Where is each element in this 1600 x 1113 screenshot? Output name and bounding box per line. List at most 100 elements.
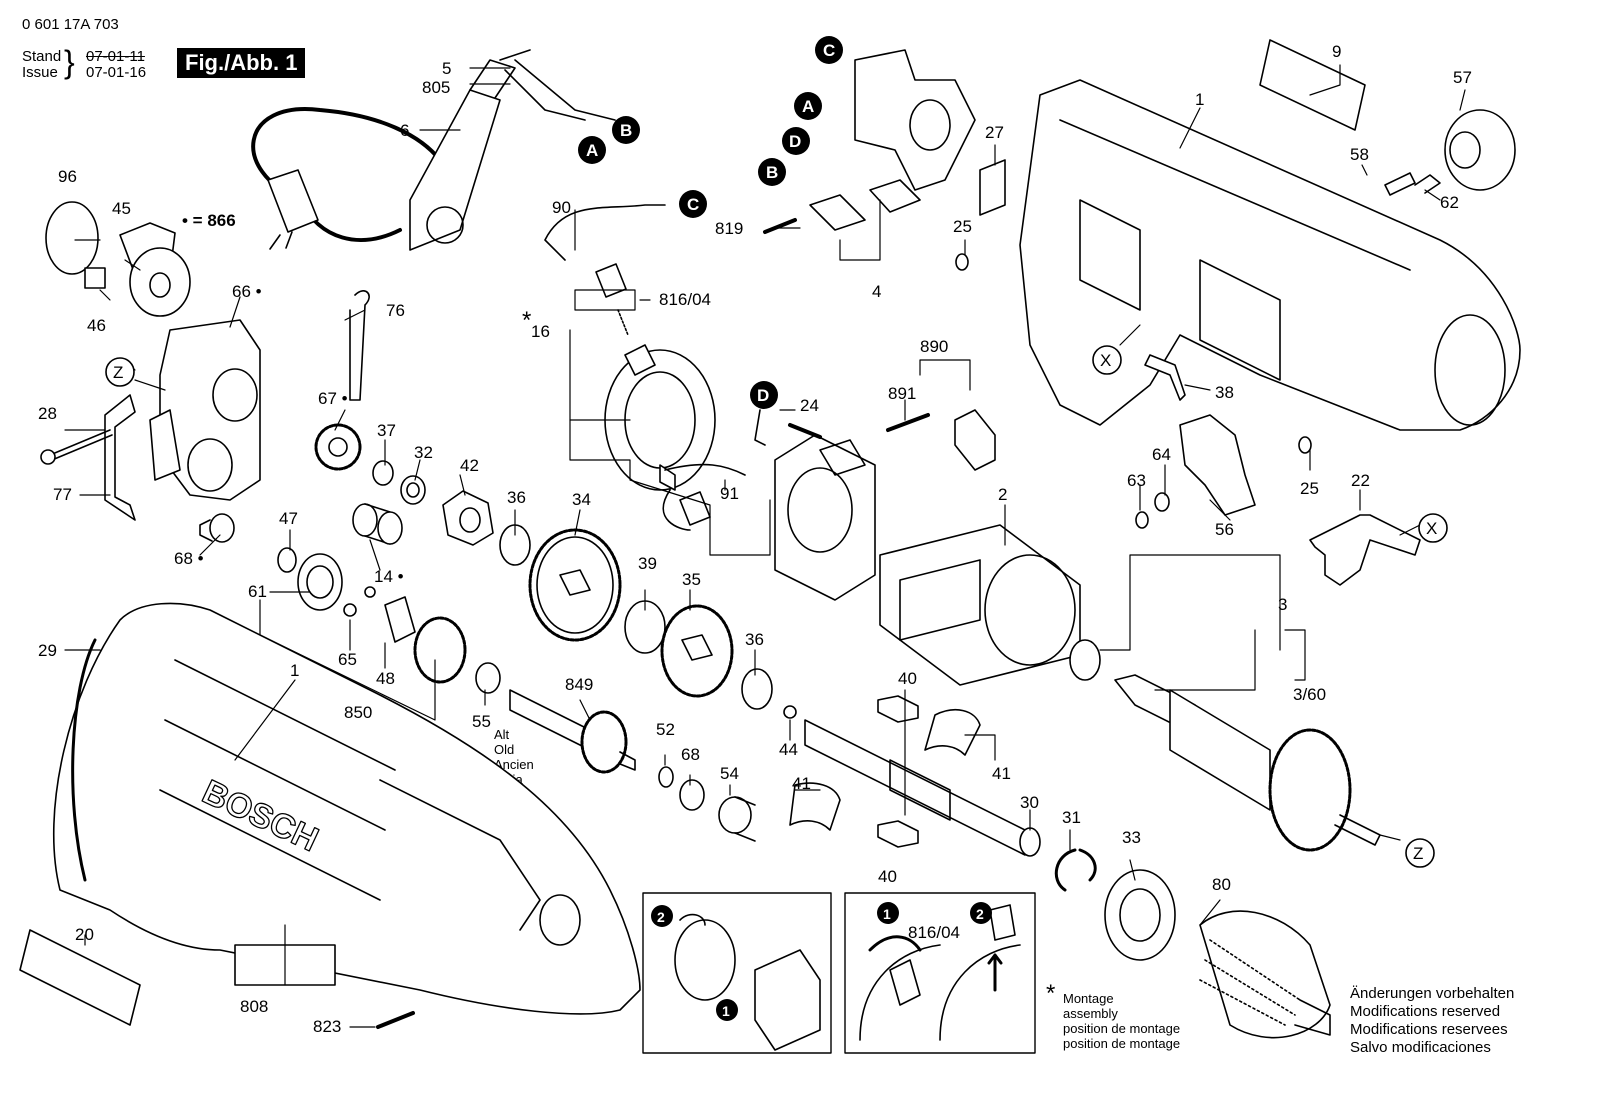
part-label: 62 bbox=[1440, 193, 1459, 212]
ball-part bbox=[364, 586, 376, 598]
wire-91-part bbox=[662, 463, 746, 531]
part-label: 3/60 bbox=[1293, 685, 1326, 704]
tool-22-part bbox=[1309, 514, 1421, 586]
part-label: 40 bbox=[878, 867, 897, 886]
inset-left-drawing bbox=[674, 913, 821, 1051]
dot-legend: • = 866 bbox=[182, 211, 236, 230]
ball-44-part bbox=[783, 705, 797, 719]
gear-67-part bbox=[314, 423, 362, 471]
part-label: 96 bbox=[58, 167, 77, 186]
ref-mark-x: X bbox=[1426, 519, 1437, 538]
ring-25b-part bbox=[1298, 436, 1312, 454]
screw-819-part bbox=[763, 218, 797, 234]
figure-title: Fig./Abb. 1 bbox=[177, 48, 306, 78]
part-label: 80 bbox=[1212, 875, 1231, 894]
part-label: 37 bbox=[377, 421, 396, 440]
part-label: 14 • bbox=[374, 567, 404, 586]
part-label: 41 bbox=[992, 764, 1011, 783]
spring-62-part bbox=[1414, 174, 1441, 194]
document-number: 0 601 17A 703 bbox=[22, 16, 119, 33]
sleeve-54-part bbox=[718, 796, 756, 842]
part-label: 34 bbox=[572, 490, 591, 509]
spring-clip-part bbox=[349, 290, 370, 401]
part-label: 76 bbox=[386, 301, 405, 320]
step-marker: 1 bbox=[722, 1003, 730, 1019]
brush-holder-24-part bbox=[774, 434, 876, 601]
connector-marks: A B C C A D B D bbox=[578, 36, 843, 409]
part-label: 31 bbox=[1062, 808, 1081, 827]
clamp-41a-part bbox=[924, 709, 981, 756]
part-label: 891 bbox=[888, 384, 916, 403]
part-label: 57 bbox=[1453, 68, 1472, 87]
gearbox-plate-part bbox=[149, 319, 261, 501]
connector-c: C bbox=[823, 41, 835, 60]
front-housing-part bbox=[52, 602, 641, 1015]
ball-65-part bbox=[343, 603, 357, 617]
part-label: 52 bbox=[656, 720, 675, 739]
connector-b: B bbox=[620, 121, 632, 140]
part-label: 25 bbox=[1300, 479, 1319, 498]
bearing-68b-part bbox=[679, 779, 705, 811]
washer-37-part bbox=[372, 460, 394, 486]
lever-48-part bbox=[384, 596, 416, 643]
part-label: 890 bbox=[920, 337, 948, 356]
connector-a: A bbox=[802, 97, 814, 116]
bearing-33-part bbox=[1104, 869, 1176, 961]
part-label: 36 bbox=[745, 630, 764, 649]
part-label: 808 bbox=[240, 997, 268, 1016]
brace-icon: } bbox=[64, 44, 75, 80]
connector-a: A bbox=[586, 141, 598, 160]
switch-4-part bbox=[809, 49, 976, 231]
part-label: 47 bbox=[279, 509, 298, 528]
inset-panel-left bbox=[642, 892, 832, 1054]
ring-25a-part bbox=[955, 253, 969, 271]
part-number-labels: 5 805 6 96 45 46 66 • 76 28 77 67 • 37 3… bbox=[38, 42, 1472, 1036]
part-label: 56 bbox=[1215, 520, 1234, 539]
part-label: 6 bbox=[400, 121, 409, 140]
gear-34-part bbox=[528, 528, 622, 642]
label-9-part bbox=[1259, 39, 1366, 131]
part-label: 65 bbox=[338, 650, 357, 669]
nut-42-part bbox=[442, 490, 494, 546]
part-label: 29 bbox=[38, 641, 57, 660]
part-label: 41 bbox=[792, 774, 811, 793]
bearing-32-part bbox=[400, 475, 426, 505]
inset-panel-right bbox=[844, 892, 1036, 1054]
part-label: 28 bbox=[38, 404, 57, 423]
screw-24-part bbox=[788, 423, 822, 439]
part-label: 61 bbox=[248, 582, 267, 601]
modifications-line: Salvo modificaciones bbox=[1350, 1039, 1491, 1056]
montage-line: assembly bbox=[1063, 1006, 1118, 1021]
wire-90-part bbox=[544, 204, 666, 261]
part-label: 38 bbox=[1215, 383, 1234, 402]
part-label: 39 bbox=[638, 554, 657, 573]
old-note-line: Old bbox=[494, 742, 515, 757]
selector-56-part bbox=[1179, 414, 1256, 516]
part-label: 4 bbox=[872, 282, 881, 301]
ring-64-part bbox=[1154, 492, 1170, 512]
stand-label: Stand bbox=[22, 48, 62, 65]
part-label: 36 bbox=[507, 488, 526, 507]
part-label: 46 bbox=[87, 316, 106, 335]
ref-mark-z: Z bbox=[113, 363, 123, 382]
part-label: 66 • bbox=[232, 282, 262, 301]
part-label: 45 bbox=[112, 199, 131, 218]
needle-bearing-14-part bbox=[352, 503, 403, 545]
part-label: 1 bbox=[1195, 90, 1204, 109]
gear-35-part bbox=[660, 604, 734, 698]
washer-47-part bbox=[277, 547, 297, 573]
washer-36b-part bbox=[741, 668, 773, 710]
shaft-30-part bbox=[804, 719, 1041, 857]
part-label: 9 bbox=[1332, 42, 1341, 61]
ref-mark-z: Z bbox=[1413, 844, 1423, 863]
retainer-clip-part bbox=[104, 394, 136, 521]
part-label: 819 bbox=[715, 219, 743, 238]
montage-line: Montage bbox=[1063, 991, 1114, 1006]
part-label: 64 bbox=[1152, 445, 1171, 464]
spindle-849-part bbox=[509, 689, 636, 774]
part-label: 30 bbox=[1020, 793, 1039, 812]
housing-half-part bbox=[1019, 79, 1521, 431]
wire-d-part bbox=[754, 409, 766, 446]
connector-d: D bbox=[789, 132, 801, 151]
